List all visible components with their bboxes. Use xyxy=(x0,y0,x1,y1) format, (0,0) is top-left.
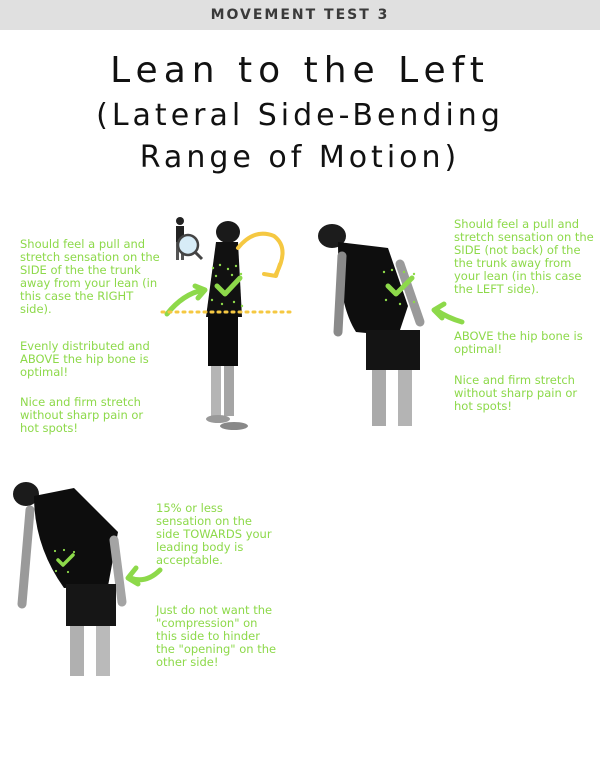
leaning-person-figure xyxy=(318,224,425,426)
back-view-note-compression: Just do not want the "compression" on th… xyxy=(156,603,277,669)
lean-direction-arrow-icon xyxy=(236,231,285,278)
back-view-arrow-icon xyxy=(125,565,163,587)
standing-note-stretch: Should feel a pull and stretch sensation… xyxy=(20,237,160,316)
leaning-arrow-icon xyxy=(431,301,465,325)
leaning-note-stretch: Should feel a pull and stretch sensation… xyxy=(454,217,594,296)
hip-line-dotted xyxy=(160,310,296,314)
leaning-note-firm: Nice and firm stretch without sharp pain… xyxy=(454,373,578,413)
standing-check-icon xyxy=(210,263,244,308)
standing-note-distribution: Evenly distributed and ABOVE the hip bon… xyxy=(20,339,150,379)
standing-person-figure xyxy=(206,221,248,430)
leaning-check-icon xyxy=(382,268,416,306)
back-view-person-figure xyxy=(13,482,127,676)
standing-note-firm: Nice and firm stretch without sharp pain… xyxy=(20,395,144,435)
header-bar: MOVEMENT TEST 3 xyxy=(0,0,600,30)
back-view-note-sensation: 15% or less sensation on the side TOWARD… xyxy=(156,501,272,567)
page-subtitle-line1: (Lateral Side-Bending xyxy=(96,98,504,133)
leaning-note-hip: ABOVE the hip bone is optimal! xyxy=(454,329,583,356)
back-view-check-icon xyxy=(53,548,76,574)
figure-magnifier-icon xyxy=(176,217,204,261)
page-title: Lean to the Left xyxy=(110,50,490,91)
page-subtitle-line2: Range of Motion) xyxy=(139,140,461,175)
header-label: MOVEMENT TEST 3 xyxy=(210,7,390,23)
